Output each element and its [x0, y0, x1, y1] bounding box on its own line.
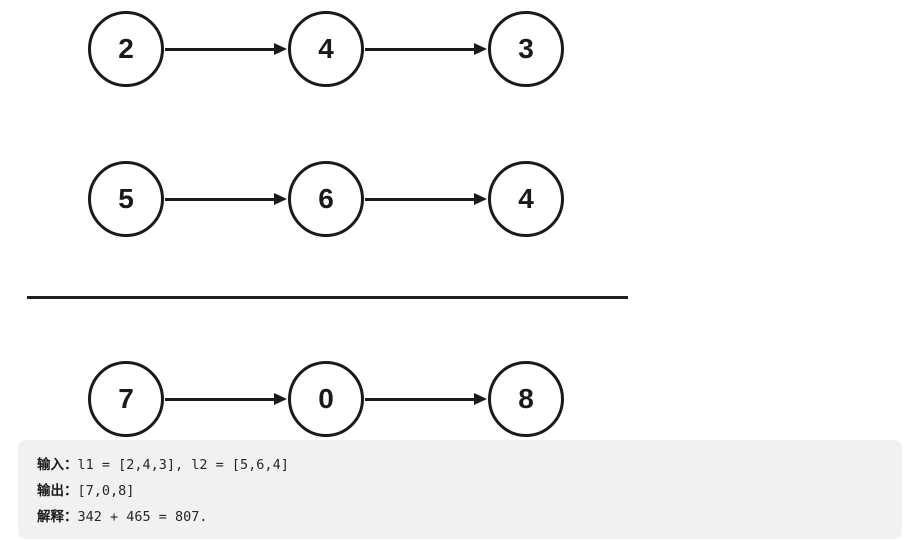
arrow-line [165, 197, 275, 201]
next-pointer-arrow [165, 392, 287, 406]
input-label: 输入： [37, 457, 78, 473]
list-node-l2-2: 4 [488, 161, 564, 237]
arrow-line [165, 397, 275, 401]
next-pointer-arrow [365, 392, 487, 406]
arrow-line [165, 47, 275, 51]
output-label: 输出： [37, 483, 78, 499]
node-value: 4 [318, 33, 334, 64]
next-pointer-arrow [365, 42, 487, 56]
arrow-head-icon [274, 193, 287, 205]
node-value: 6 [318, 183, 334, 214]
arrow-head-icon [474, 193, 487, 205]
example-explanation-line: 解释：342 + 465 = 807. [37, 504, 886, 530]
example-code-block: 输入：l1 = [2,4,3], l2 = [5,6,4] 输出：[7,0,8]… [18, 440, 902, 539]
list-node-sum-2: 8 [488, 361, 564, 437]
list-node-sum-1: 0 [288, 361, 364, 437]
arrow-line [365, 197, 475, 201]
node-value: 0 [318, 383, 334, 414]
arrow-head-icon [474, 43, 487, 55]
input-code: l1 = [2,4,3], l2 = [5,6,4] [77, 457, 289, 473]
node-value: 3 [518, 33, 534, 64]
list-node-l2-0: 5 [88, 161, 164, 237]
next-pointer-arrow [165, 192, 287, 206]
sum-divider-line [27, 296, 628, 299]
arrow-head-icon [474, 393, 487, 405]
next-pointer-arrow [165, 42, 287, 56]
list-node-l2-1: 6 [288, 161, 364, 237]
node-value: 4 [518, 183, 534, 214]
list-node-l1-2: 3 [488, 11, 564, 87]
list-node-sum-0: 7 [88, 361, 164, 437]
node-value: 7 [118, 383, 134, 414]
list-node-l1-1: 4 [288, 11, 364, 87]
explanation-code: 342 + 465 = 807. [77, 509, 208, 525]
arrow-head-icon [274, 43, 287, 55]
node-value: 5 [118, 183, 134, 214]
example-output-line: 输出：[7,0,8] [37, 478, 886, 504]
arrow-line [365, 47, 475, 51]
arrow-head-icon [274, 393, 287, 405]
explanation-label: 解释： [37, 509, 78, 525]
next-pointer-arrow [365, 192, 487, 206]
list-node-l1-0: 2 [88, 11, 164, 87]
example-input-line: 输入：l1 = [2,4,3], l2 = [5,6,4] [37, 452, 886, 478]
node-value: 2 [118, 33, 134, 64]
node-value: 8 [518, 383, 534, 414]
arrow-line [365, 397, 475, 401]
output-code: [7,0,8] [77, 483, 135, 499]
